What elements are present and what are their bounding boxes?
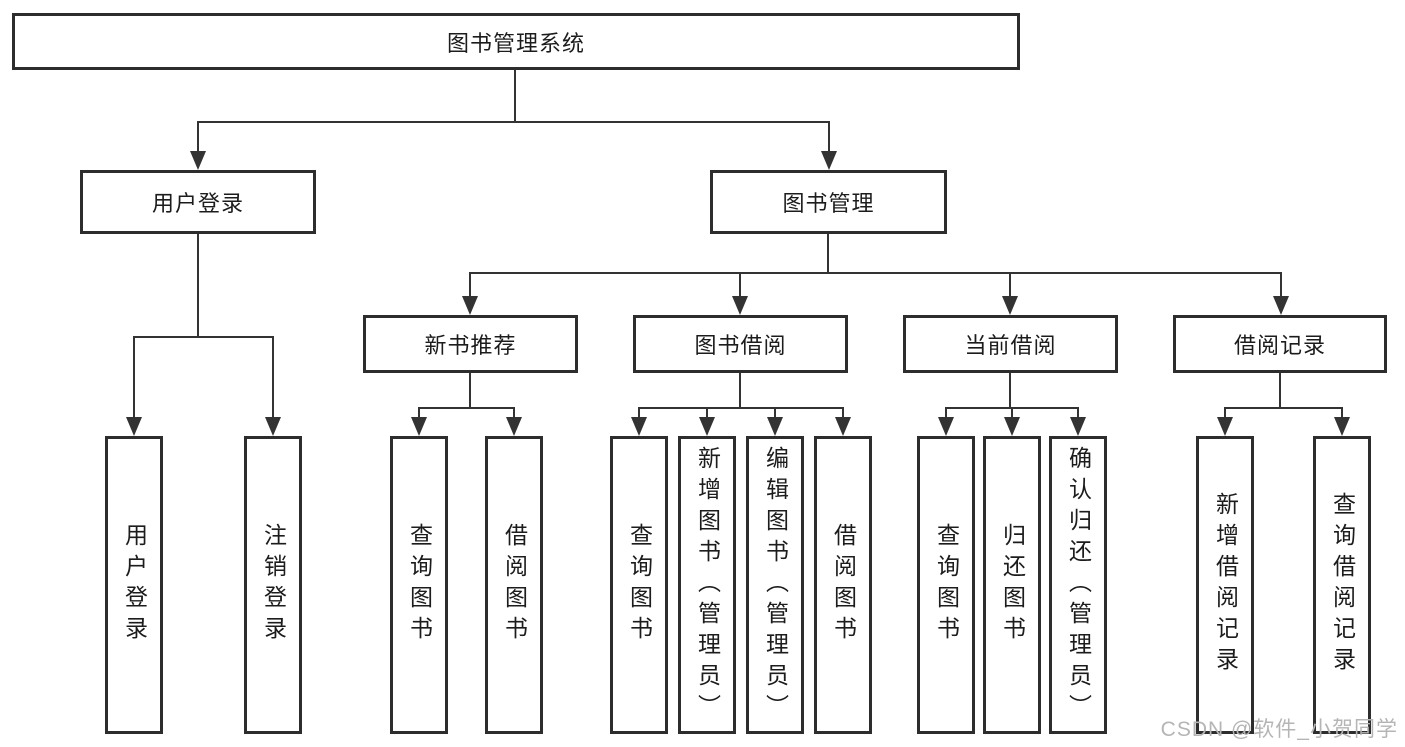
leaf-br-query-record: 查询借阅记录 <box>1313 436 1371 734</box>
connector-line <box>1077 407 1079 419</box>
connector-line <box>945 407 947 419</box>
leaf-label: 确认归还（管理员） <box>1065 445 1092 725</box>
arrow-down-icon <box>1070 417 1086 436</box>
leaf-label: 归还图书 <box>999 523 1026 647</box>
leaf-bb-edit-book-admin: 编辑图书（管理员） <box>746 436 804 734</box>
connector-line <box>638 407 640 419</box>
connector-line <box>1009 373 1011 409</box>
leaf-nb-query-book: 查询图书 <box>390 436 448 734</box>
connector-line <box>513 407 515 419</box>
connector-line <box>469 272 471 298</box>
leaf-label: 借阅图书 <box>501 523 528 647</box>
connector-line <box>133 336 135 419</box>
csdn-watermark: CSDN @软件_小贺同学 <box>1160 718 1398 741</box>
arrow-down-icon <box>835 417 851 436</box>
connector-line <box>739 272 741 298</box>
node-current-borrow-label: 当前借阅 <box>964 333 1057 358</box>
leaf-bb-add-book-admin: 新增图书（管理员） <box>678 436 736 734</box>
arrow-down-icon <box>411 417 427 436</box>
connector-line <box>827 234 829 274</box>
connector-line <box>133 336 273 338</box>
arrow-down-icon <box>265 417 281 436</box>
arrow-down-icon <box>767 417 783 436</box>
node-book-borrow: 图书借阅 <box>633 315 848 373</box>
node-current-borrow: 当前借阅 <box>903 315 1118 373</box>
leaf-logout: 注销登录 <box>244 436 302 734</box>
leaf-label: 查询图书 <box>933 523 960 647</box>
leaf-label: 编辑图书（管理员） <box>762 445 789 725</box>
arrow-down-icon <box>506 417 522 436</box>
leaf-user-login: 用户登录 <box>105 436 163 734</box>
arrow-down-icon <box>1334 417 1350 436</box>
connector-line <box>272 336 274 419</box>
node-borrow-record-label: 借阅记录 <box>1233 333 1326 358</box>
connector-line <box>197 234 199 338</box>
connector-line <box>842 407 844 419</box>
leaf-label: 用户登录 <box>121 523 148 647</box>
connector-line <box>1280 272 1282 298</box>
arrow-down-icon <box>938 417 954 436</box>
leaf-bb-query-book: 查询图书 <box>610 436 668 734</box>
arrow-down-icon <box>1004 417 1020 436</box>
connector-line <box>638 407 844 409</box>
connector-line <box>1224 407 1343 409</box>
connector-line <box>739 373 741 409</box>
node-book-management: 图书管理 <box>710 170 947 234</box>
leaf-label: 查询图书 <box>406 523 433 647</box>
connector-line <box>469 272 1282 274</box>
leaf-label: 新增借阅记录 <box>1212 492 1239 678</box>
leaf-br-add-record: 新增借阅记录 <box>1196 436 1254 734</box>
arrow-down-icon <box>1217 417 1233 436</box>
leaf-cb-query-book: 查询图书 <box>917 436 975 734</box>
connector-line <box>828 121 830 153</box>
connector-line <box>1011 407 1013 419</box>
arrow-down-icon <box>1002 296 1018 315</box>
leaf-label: 查询借阅记录 <box>1329 492 1356 678</box>
arrow-down-icon <box>699 417 715 436</box>
node-book-management-label: 图书管理 <box>782 191 875 216</box>
connector-line <box>1009 272 1011 298</box>
connector-line <box>197 121 830 123</box>
leaf-cb-return-book: 归还图书 <box>983 436 1041 734</box>
connector-line <box>469 373 471 409</box>
connector-line <box>418 407 420 419</box>
leaf-label: 查询图书 <box>626 523 653 647</box>
leaf-bb-borrow-book: 借阅图书 <box>814 436 872 734</box>
connector-line <box>197 121 199 153</box>
leaf-label: 借阅图书 <box>830 523 857 647</box>
arrow-down-icon <box>821 151 837 170</box>
arrow-down-icon <box>126 417 142 436</box>
node-user-login: 用户登录 <box>80 170 316 234</box>
node-new-book-recommend: 新书推荐 <box>363 315 578 373</box>
node-new-book-recommend-label: 新书推荐 <box>424 333 517 358</box>
leaf-cb-confirm-return-admin: 确认归还（管理员） <box>1049 436 1107 734</box>
connector-line <box>1341 407 1343 419</box>
node-root: 图书管理系统 <box>12 13 1020 70</box>
arrow-down-icon <box>732 296 748 315</box>
connector-line <box>774 407 776 419</box>
leaf-label: 注销登录 <box>260 523 287 647</box>
arrow-down-icon <box>462 296 478 315</box>
arrow-down-icon <box>1273 296 1289 315</box>
node-user-login-label: 用户登录 <box>151 191 244 216</box>
arrow-down-icon <box>631 417 647 436</box>
node-book-borrow-label: 图书借阅 <box>694 333 787 358</box>
leaf-nb-borrow-book: 借阅图书 <box>485 436 543 734</box>
connector-line <box>706 407 708 419</box>
leaf-label: 新增图书（管理员） <box>694 445 721 725</box>
node-borrow-record: 借阅记录 <box>1173 315 1387 373</box>
arrow-down-icon <box>190 151 206 170</box>
connector-line <box>1224 407 1226 419</box>
connector-line <box>418 407 515 409</box>
connector-line <box>514 70 516 123</box>
connector-line <box>1279 373 1281 409</box>
node-root-label: 图书管理系统 <box>446 30 585 56</box>
